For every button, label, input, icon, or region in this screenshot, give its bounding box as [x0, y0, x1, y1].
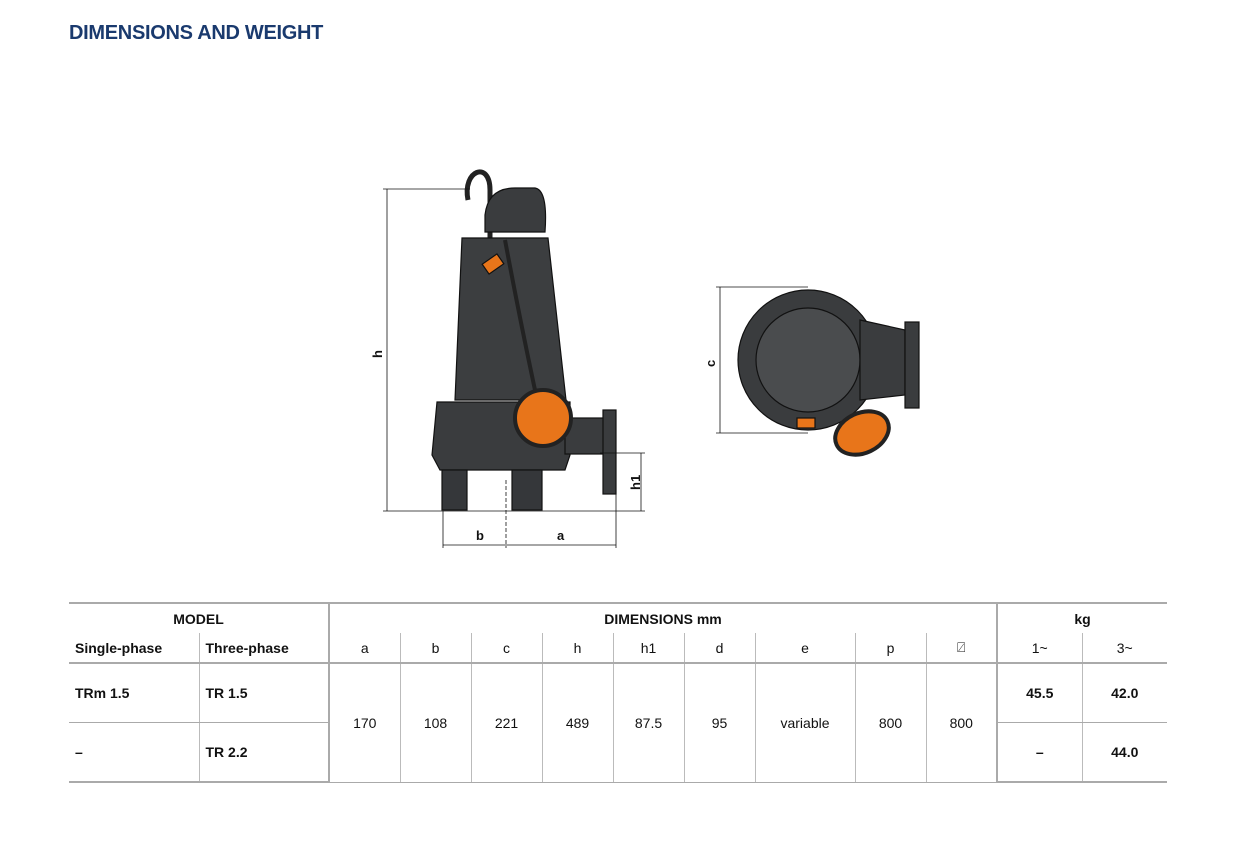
header-dim-b: b — [399, 633, 471, 664]
weight-3ph: 42.0 — [1081, 663, 1167, 723]
header-dim-h1: h1 — [612, 633, 684, 664]
header-model: MODEL — [69, 602, 329, 633]
dim-h1-value: 87.5 — [612, 663, 684, 783]
model-three: TR 1.5 — [198, 663, 329, 723]
dim-e-value: variable — [754, 663, 855, 783]
dim-p-value: 800 — [854, 663, 926, 783]
dim-label-c: c — [703, 360, 718, 367]
header-dim-e: e — [754, 633, 855, 664]
pump-top-view — [737, 289, 920, 457]
dimensions-table: MODEL DIMENSIONS mm kg Single-phase Thre… — [69, 602, 1167, 783]
dim-c-value: 221 — [470, 663, 542, 783]
model-single: – — [69, 722, 199, 783]
dim-box-value: 800 — [925, 663, 997, 783]
header-dim-box: ⍁ — [925, 633, 997, 664]
dim-label-b: b — [476, 528, 484, 543]
weight-3ph: 44.0 — [1081, 722, 1167, 783]
pump-dimension-drawing: h h1 b a c — [370, 169, 920, 548]
dim-label-a: a — [557, 528, 565, 543]
weight-1ph: – — [996, 722, 1082, 783]
dim-b-value: 108 — [399, 663, 471, 783]
dim-label-h1: h1 — [628, 475, 643, 490]
header-single-phase: Single-phase — [69, 633, 199, 664]
table-row: TRm 1.5 TR 1.5 170 108 221 489 87.5 95 v… — [69, 663, 1167, 783]
weight-1ph: 45.5 — [996, 663, 1082, 723]
header-kg: kg — [996, 602, 1167, 633]
dim-h-value: 489 — [541, 663, 613, 783]
pump-side-view — [431, 169, 617, 511]
header-dimensions: DIMENSIONS mm — [328, 602, 997, 633]
header-dim-p: p — [854, 633, 926, 664]
dimension-lines — [383, 188, 808, 548]
header-kg-3ph: 3~ — [1081, 633, 1167, 664]
dim-label-h: h — [370, 350, 385, 358]
page-title: DIMENSIONS AND WEIGHT — [69, 22, 324, 44]
dim-d-value: 95 — [683, 663, 755, 783]
dim-a-value: 170 — [328, 663, 400, 783]
header-dim-d: d — [683, 633, 755, 664]
table-row: – TR 2.2 – 44.0 — [69, 722, 1167, 783]
header-dim-h: h — [541, 633, 613, 664]
header-dim-c: c — [470, 633, 542, 664]
header-dim-a: a — [328, 633, 400, 664]
header-kg-1ph: 1~ — [996, 633, 1082, 664]
model-three: TR 2.2 — [198, 722, 329, 783]
model-single: TRm 1.5 — [69, 663, 199, 723]
header-three-phase: Three-phase — [198, 633, 329, 664]
